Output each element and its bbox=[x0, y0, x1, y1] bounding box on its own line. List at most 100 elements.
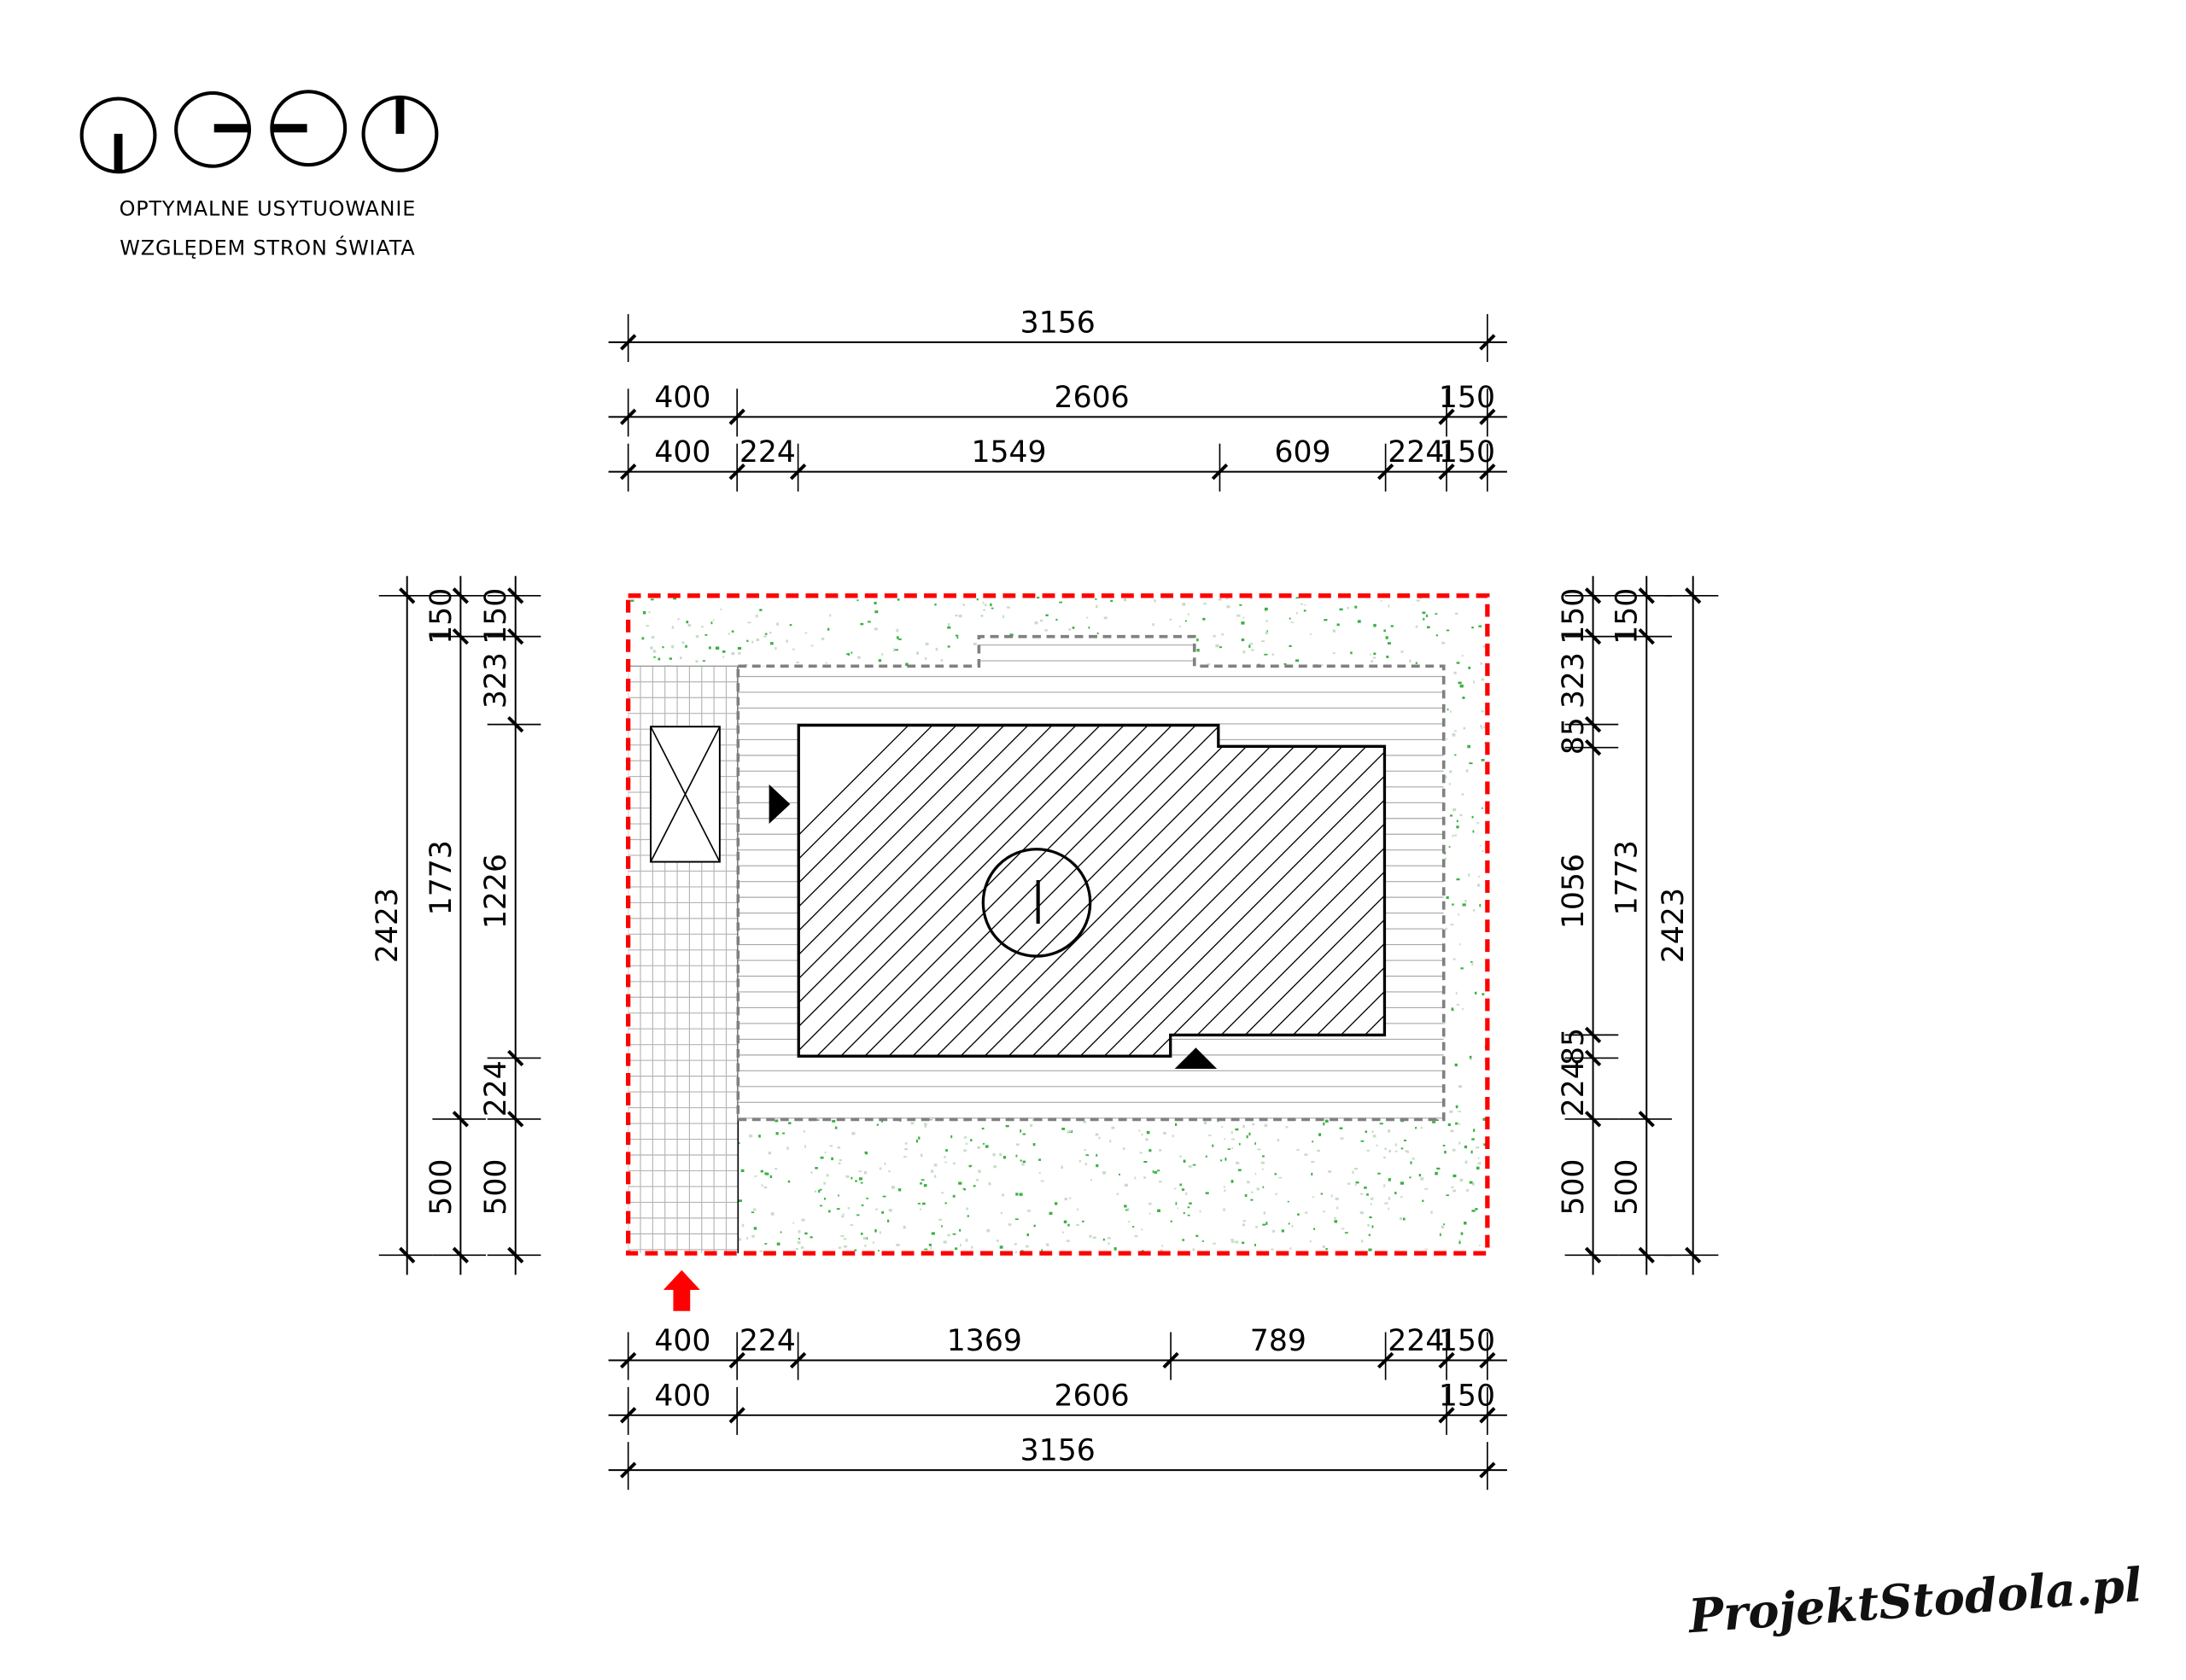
dimension-label: 2606 bbox=[1055, 1379, 1130, 1413]
dimension-label: 1549 bbox=[971, 435, 1046, 470]
dimension-tick bbox=[728, 464, 745, 481]
dimension-tick bbox=[507, 627, 524, 645]
dimension-tick bbox=[789, 464, 807, 481]
building-footprint bbox=[797, 723, 1387, 1058]
dimension-tick bbox=[1479, 1407, 1496, 1424]
dimension-label: 1056 bbox=[1557, 854, 1591, 929]
dimension-chain: 3156 bbox=[608, 1434, 1507, 1490]
dimension-label: 85 bbox=[1557, 1028, 1591, 1065]
dimension-label: 1773 bbox=[1610, 840, 1645, 915]
dimension-tick bbox=[1479, 1461, 1496, 1479]
dimension-tick bbox=[1584, 587, 1602, 604]
dimension-tick bbox=[789, 1351, 807, 1369]
parking-space bbox=[650, 726, 721, 863]
dimension-label: 2606 bbox=[1055, 381, 1130, 415]
dimension-label: 400 bbox=[654, 381, 710, 415]
dimension-tick bbox=[1584, 715, 1602, 733]
dimension-tick bbox=[728, 1351, 745, 1369]
dimension-label: 1369 bbox=[947, 1324, 1022, 1358]
dimension-tick bbox=[399, 1246, 416, 1263]
dimension-label: 150 bbox=[1610, 588, 1645, 645]
dimension-tick bbox=[452, 587, 470, 604]
dimension-label: 323 bbox=[479, 652, 513, 709]
dimension-label: 400 bbox=[654, 1324, 710, 1358]
dimension-tick bbox=[1638, 587, 1655, 604]
dimension-tick bbox=[1479, 334, 1496, 351]
dimension-tick bbox=[452, 1111, 470, 1128]
dimension-label: 224 bbox=[1388, 435, 1444, 470]
dimension-label: 3156 bbox=[1020, 1434, 1096, 1468]
dimension-label: 224 bbox=[1557, 1060, 1591, 1117]
dimension-label: 224 bbox=[739, 435, 796, 470]
dimension-chain: 2423 bbox=[1657, 575, 1719, 1275]
dimension-tick bbox=[620, 1407, 637, 1424]
dimension-tick bbox=[1685, 1246, 1702, 1263]
dimension-tick bbox=[1211, 464, 1229, 481]
dimension-tick bbox=[728, 1407, 745, 1424]
dimension-label: 224 bbox=[479, 1060, 513, 1117]
dimension-label: 150 bbox=[1557, 588, 1591, 645]
sun-orientation-east-icon bbox=[270, 90, 348, 167]
brand-logo: ProjektStodola.pl bbox=[1685, 1557, 2143, 1643]
dimension-tick bbox=[507, 715, 524, 733]
entrance-triangle-icon bbox=[1174, 1047, 1218, 1070]
dimension-tick bbox=[728, 408, 745, 425]
dimension-tick bbox=[620, 1351, 637, 1369]
dimension-tick bbox=[1584, 1026, 1602, 1044]
dimension-tick bbox=[1438, 1407, 1455, 1424]
dimension-tick bbox=[507, 1049, 524, 1067]
dimension-tick bbox=[1584, 739, 1602, 756]
dimension-tick bbox=[620, 408, 637, 425]
dimension-label: 789 bbox=[1250, 1324, 1306, 1358]
dimension-tick bbox=[1438, 464, 1455, 481]
dimension-tick bbox=[452, 1246, 470, 1263]
dimension-tick bbox=[1479, 408, 1496, 425]
dimension-label: 150 bbox=[1439, 1324, 1495, 1358]
dimension-tick bbox=[452, 627, 470, 645]
dimension-tick bbox=[1685, 587, 1702, 604]
orientation-legend: OPTYMALNE USYTUOWANIE WZGLĘDEM STRON ŚWI… bbox=[79, 90, 439, 260]
dimension-label: 150 bbox=[424, 588, 459, 645]
dimension-tick bbox=[1638, 627, 1655, 645]
dimension-tick bbox=[1638, 1111, 1655, 1128]
dimension-tick bbox=[1479, 464, 1496, 481]
dimension-tick bbox=[1584, 1111, 1602, 1128]
sun-orientation-west-icon bbox=[174, 90, 252, 168]
dimension-label: 85 bbox=[1557, 717, 1591, 755]
dimension-label: 224 bbox=[739, 1324, 796, 1358]
dimension-label: 150 bbox=[1439, 1379, 1495, 1413]
dimension-tick bbox=[620, 464, 637, 481]
dimension-tick bbox=[399, 587, 416, 604]
legend-caption-line1: OPTYMALNE USYTUOWANIE bbox=[120, 196, 417, 220]
dimension-tick bbox=[1162, 1351, 1179, 1369]
entry-arrow-icon bbox=[663, 1269, 700, 1311]
dimension-tick bbox=[1438, 1351, 1455, 1369]
dimension-label: 150 bbox=[1439, 435, 1495, 470]
building-marker-icon bbox=[981, 848, 1092, 958]
plot-boundary bbox=[626, 593, 1490, 1256]
dimension-label: 3156 bbox=[1020, 306, 1096, 340]
dimension-label: 2423 bbox=[371, 888, 405, 963]
dimension-chain: 3156 bbox=[608, 306, 1507, 362]
sun-orientation-south-icon bbox=[79, 96, 157, 174]
dimension-tick bbox=[620, 1461, 637, 1479]
dimension-tick bbox=[1376, 1351, 1394, 1369]
dimension-label: 500 bbox=[1610, 1159, 1645, 1216]
dimension-tick bbox=[1584, 1246, 1602, 1263]
site-plan bbox=[626, 593, 1490, 1311]
dimension-tick bbox=[507, 1111, 524, 1128]
dimension-tick bbox=[1584, 1049, 1602, 1067]
dimension-label: 500 bbox=[1557, 1159, 1591, 1216]
dimension-tick bbox=[507, 1246, 524, 1263]
dimension-tick bbox=[1438, 408, 1455, 425]
sun-orientation-north-icon bbox=[361, 95, 439, 172]
